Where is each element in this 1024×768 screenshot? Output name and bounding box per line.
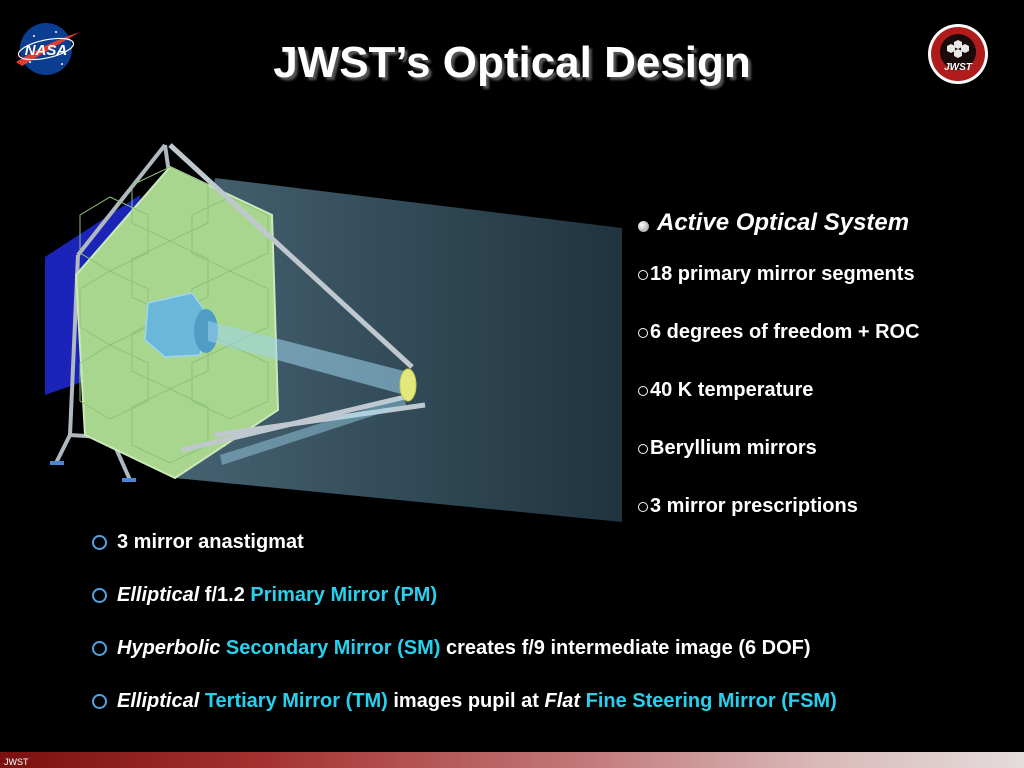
circle-bullet-icon [92,640,107,656]
list-item-text: 3 mirror anastigmat [117,530,304,553]
list-item: 3 mirror prescriptions [638,492,1018,520]
list-item-text: creates f/9 intermediate image (6 DOF) [440,636,811,659]
mirror-shape-text: Elliptical [117,689,200,712]
list-item: 18 primary mirror segments [638,260,1018,288]
list-item: 6 degrees of freedom + ROC [638,318,1018,346]
list-item-text: 6 degrees of freedom + ROC [650,320,920,343]
secondary-mirror-label: Secondary Mirror (SM) [225,636,441,659]
list-item-text: f/1.2 [199,583,251,606]
list-item-text: Beryllium mirrors [650,436,817,459]
list-item: 3 mirror anastigmat [92,528,1012,556]
active-optical-system-heading-text: Active Optical System [657,209,910,236]
list-item: Elliptical f/1.2 Primary Mirror (PM) [92,581,1012,609]
circle-bullet-icon [92,693,107,709]
tertiary-mirror-label: Tertiary Mirror (TM) [204,689,388,712]
nasa-logo-text: NASA [25,42,68,59]
list-item: Elliptical Tertiary Mirror (TM) images p… [92,687,1012,715]
primary-mirror-label: Primary Mirror (PM) [250,583,438,606]
jwst-badge-text: JWST [944,62,973,73]
active-optical-system-heading: Active Optical System [638,208,1018,238]
list-item: 40 K temperature [638,376,1018,404]
mirror-shape-text: Hyperbolic [117,636,221,659]
list-item-text: images pupil at [387,689,545,712]
circle-bullet-icon [638,327,648,338]
footer-bar [0,752,1024,768]
list-item: Hyperbolic Secondary Mirror (SM) creates… [92,634,1012,662]
mirror-shape-text: Elliptical [117,583,200,606]
circle-bullet-icon [638,443,648,454]
jwst-mission-badge-icon: JWST [928,24,988,84]
circle-bullet-icon [92,587,107,603]
jwst-telescope-illustration [45,143,426,482]
list-item-text: 18 primary mirror segments [650,262,915,285]
list-item-text: 3 mirror prescriptions [650,494,858,517]
bullet-dot-icon [638,220,649,232]
circle-bullet-icon [92,534,107,550]
circle-bullet-icon [638,501,648,512]
list-item-text: 40 K temperature [650,378,814,401]
fine-steering-mirror-label: Fine Steering Mirror (FSM) [585,689,837,712]
nasa-logo: NASA [16,23,80,75]
circle-bullet-icon [638,385,648,396]
mirror-shape-text: Flat [544,689,581,712]
list-item: Beryllium mirrors [638,434,1018,462]
footer-label: JWST [4,757,29,767]
slide-title: JWST’s Optical Design [273,38,751,87]
active-optical-system-list: Active Optical System 18 primary mirror … [638,208,1018,550]
mirror-design-list: 3 mirror anastigmat Elliptical f/1.2 Pri… [92,528,1012,740]
circle-bullet-icon [638,269,648,280]
